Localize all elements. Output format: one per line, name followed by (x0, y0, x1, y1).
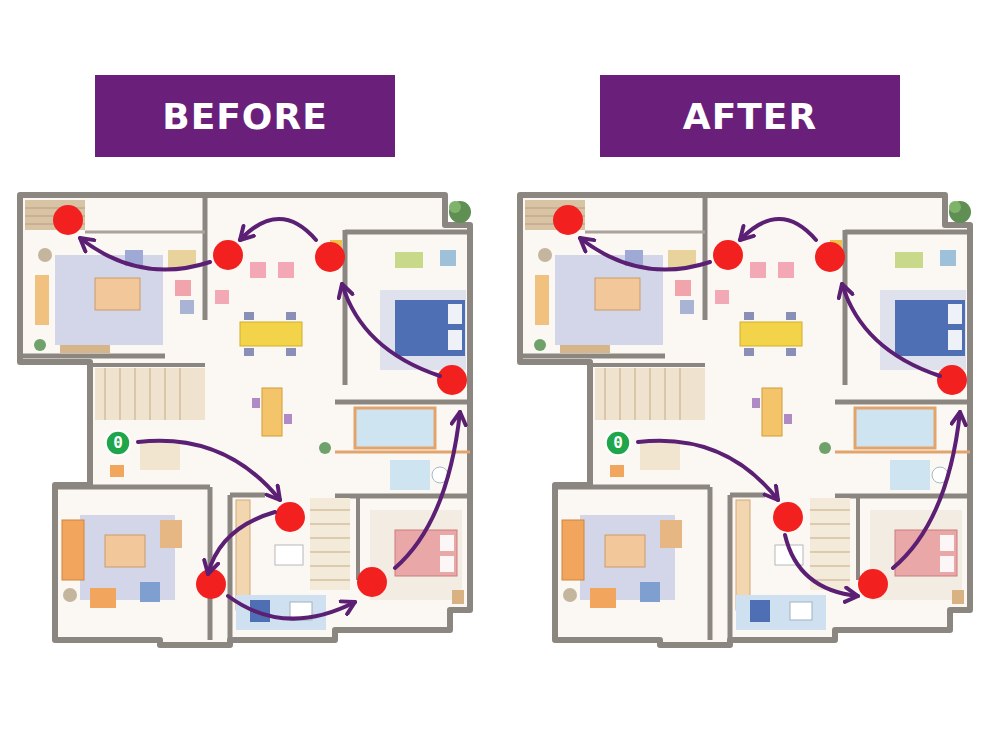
heading-text: AFTER (683, 96, 817, 137)
route-arrows (80, 219, 460, 619)
floor-plan (20, 195, 471, 645)
badge-circle (106, 431, 131, 456)
stop-dots (553, 205, 967, 599)
floor-plan (520, 195, 971, 645)
start-badge: 0 (604, 429, 632, 457)
start-badge: 0 (104, 429, 132, 457)
stop-dots (53, 205, 467, 599)
callout-number: 0 (613, 435, 623, 451)
heading-banner: BEFORE (95, 75, 395, 157)
badge-circle (606, 431, 631, 456)
heading-text: BEFORE (162, 96, 328, 137)
heading-banner: AFTER (600, 75, 900, 157)
route-arrows (580, 219, 960, 596)
callout-number: 0 (113, 435, 123, 451)
